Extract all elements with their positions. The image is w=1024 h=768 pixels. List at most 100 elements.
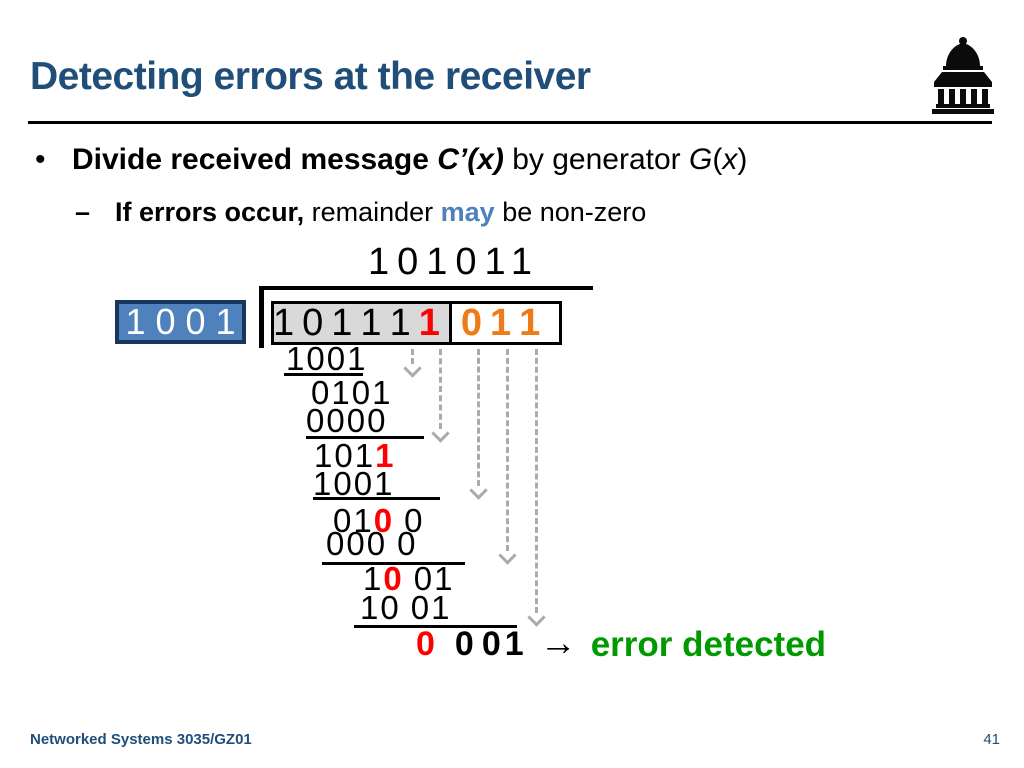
digit: 1 — [489, 302, 520, 344]
digit: 1 — [273, 302, 303, 344]
digit: 0 — [366, 525, 388, 562]
digit: 0 — [306, 402, 327, 439]
digit: 1 — [372, 374, 393, 411]
digit: 1 — [389, 302, 419, 344]
text-segment: ) — [737, 143, 748, 176]
text-segment: ( — [712, 143, 723, 176]
bullet-main: • Divide received message C’(x) by gener… — [35, 143, 747, 178]
digit: 0 — [333, 465, 354, 502]
digit: 0 — [410, 589, 432, 626]
sub-bullet-marker: – — [75, 197, 91, 227]
digit: 1 — [431, 589, 452, 626]
digit: 1 — [347, 340, 368, 377]
digit: 1 — [363, 560, 384, 597]
digit: 0 — [326, 340, 348, 377]
page-number: 41 — [983, 731, 1000, 748]
digit: 1 — [286, 340, 307, 377]
digit: 0 — [481, 625, 501, 663]
digit: 1 — [313, 465, 334, 502]
digit: 0 — [416, 625, 435, 663]
bring-down-arrow-icon — [411, 349, 414, 364]
error-detected-label: error detected — [590, 625, 827, 664]
digit: 1 — [375, 437, 396, 474]
division-row-4: 1011 — [314, 439, 395, 472]
text-segment: C’(x) — [437, 143, 504, 176]
subtraction-line — [313, 497, 440, 500]
digit: 1 — [434, 560, 455, 597]
division-row-3: 0000 — [306, 404, 387, 437]
digit: 0 — [404, 502, 425, 539]
footer-course-label: Networked Systems 3035/GZ01 — [30, 731, 252, 748]
digit: 1 — [331, 302, 361, 344]
digit: 0 — [383, 560, 404, 597]
bullet-main-text: Divide received message C’(x) by generat… — [72, 143, 747, 178]
digit: 1 — [504, 625, 524, 663]
digit: 1 — [374, 465, 395, 502]
division-bracket-top — [262, 286, 593, 290]
bullet-marker: • — [35, 143, 46, 176]
digit: 0 — [311, 374, 332, 411]
text-segment: Divide received message — [72, 143, 438, 176]
digit: 0 — [326, 525, 347, 562]
digit: 1 — [519, 302, 549, 344]
digit: 0 — [397, 525, 418, 562]
dividend-checksum-box — [449, 301, 562, 345]
digit: 1 — [418, 302, 448, 344]
digit: 0 — [353, 465, 375, 502]
checksum-digits: 011 — [461, 304, 548, 342]
subtraction-line — [306, 436, 424, 439]
dividend-received-box — [271, 301, 452, 345]
bring-down-arrow-icon — [439, 349, 442, 429]
division-bracket-side — [259, 286, 264, 348]
digit: 1 — [314, 437, 335, 474]
digit: 0 — [326, 402, 347, 439]
division-row-5: 1001 — [313, 467, 394, 500]
digit: 0 — [351, 374, 373, 411]
digit: 0 — [346, 402, 368, 439]
text-segment: G — [689, 143, 713, 176]
digit: 1 — [360, 589, 381, 626]
subtraction-line — [284, 373, 363, 376]
bullet-sub-text: If errors occur, remainder may be non-ze… — [115, 197, 646, 228]
digit: 0 — [454, 625, 474, 663]
digit: 1 — [360, 302, 390, 344]
divisor-box: 1 0 0 1 — [115, 300, 246, 344]
text-segment: If errors occur, — [115, 197, 312, 227]
division-row-2: 0101 — [311, 376, 392, 409]
digit: 1 — [353, 502, 374, 539]
digit: 0 — [413, 560, 435, 597]
bring-down-arrow-icon — [477, 349, 480, 486]
digit: 0 — [334, 437, 355, 474]
digit: 1 — [331, 374, 352, 411]
arrow-head-icon — [469, 481, 488, 500]
text-segment: may — [440, 197, 503, 227]
arrow-right-icon: → — [539, 622, 577, 663]
page-title: Detecting errors at the receiver — [30, 55, 591, 98]
digit: 0 — [380, 589, 401, 626]
arrow-head-icon — [498, 546, 517, 565]
digit: 0 — [367, 402, 388, 439]
division-row-1: 1001 — [286, 342, 367, 375]
digit: 0 — [306, 340, 327, 377]
arrow-head-icon — [431, 424, 450, 443]
bullet-sub: – If errors occur, remainder may be non-… — [75, 197, 646, 228]
subtraction-line — [354, 625, 517, 628]
header-rule — [28, 121, 992, 124]
digit: 0 — [346, 525, 367, 562]
text-segment: remainder — [311, 197, 441, 227]
subtraction-line — [322, 562, 465, 565]
digit: 0 — [460, 302, 490, 344]
ucl-portico-logo-icon — [932, 37, 994, 114]
digit: 1 — [354, 437, 376, 474]
text-segment: be non-zero — [502, 197, 647, 227]
text-segment: x — [722, 143, 738, 176]
arrow-head-icon — [403, 359, 422, 378]
digit: 0 — [302, 302, 332, 344]
bring-down-arrow-icon — [535, 349, 538, 613]
